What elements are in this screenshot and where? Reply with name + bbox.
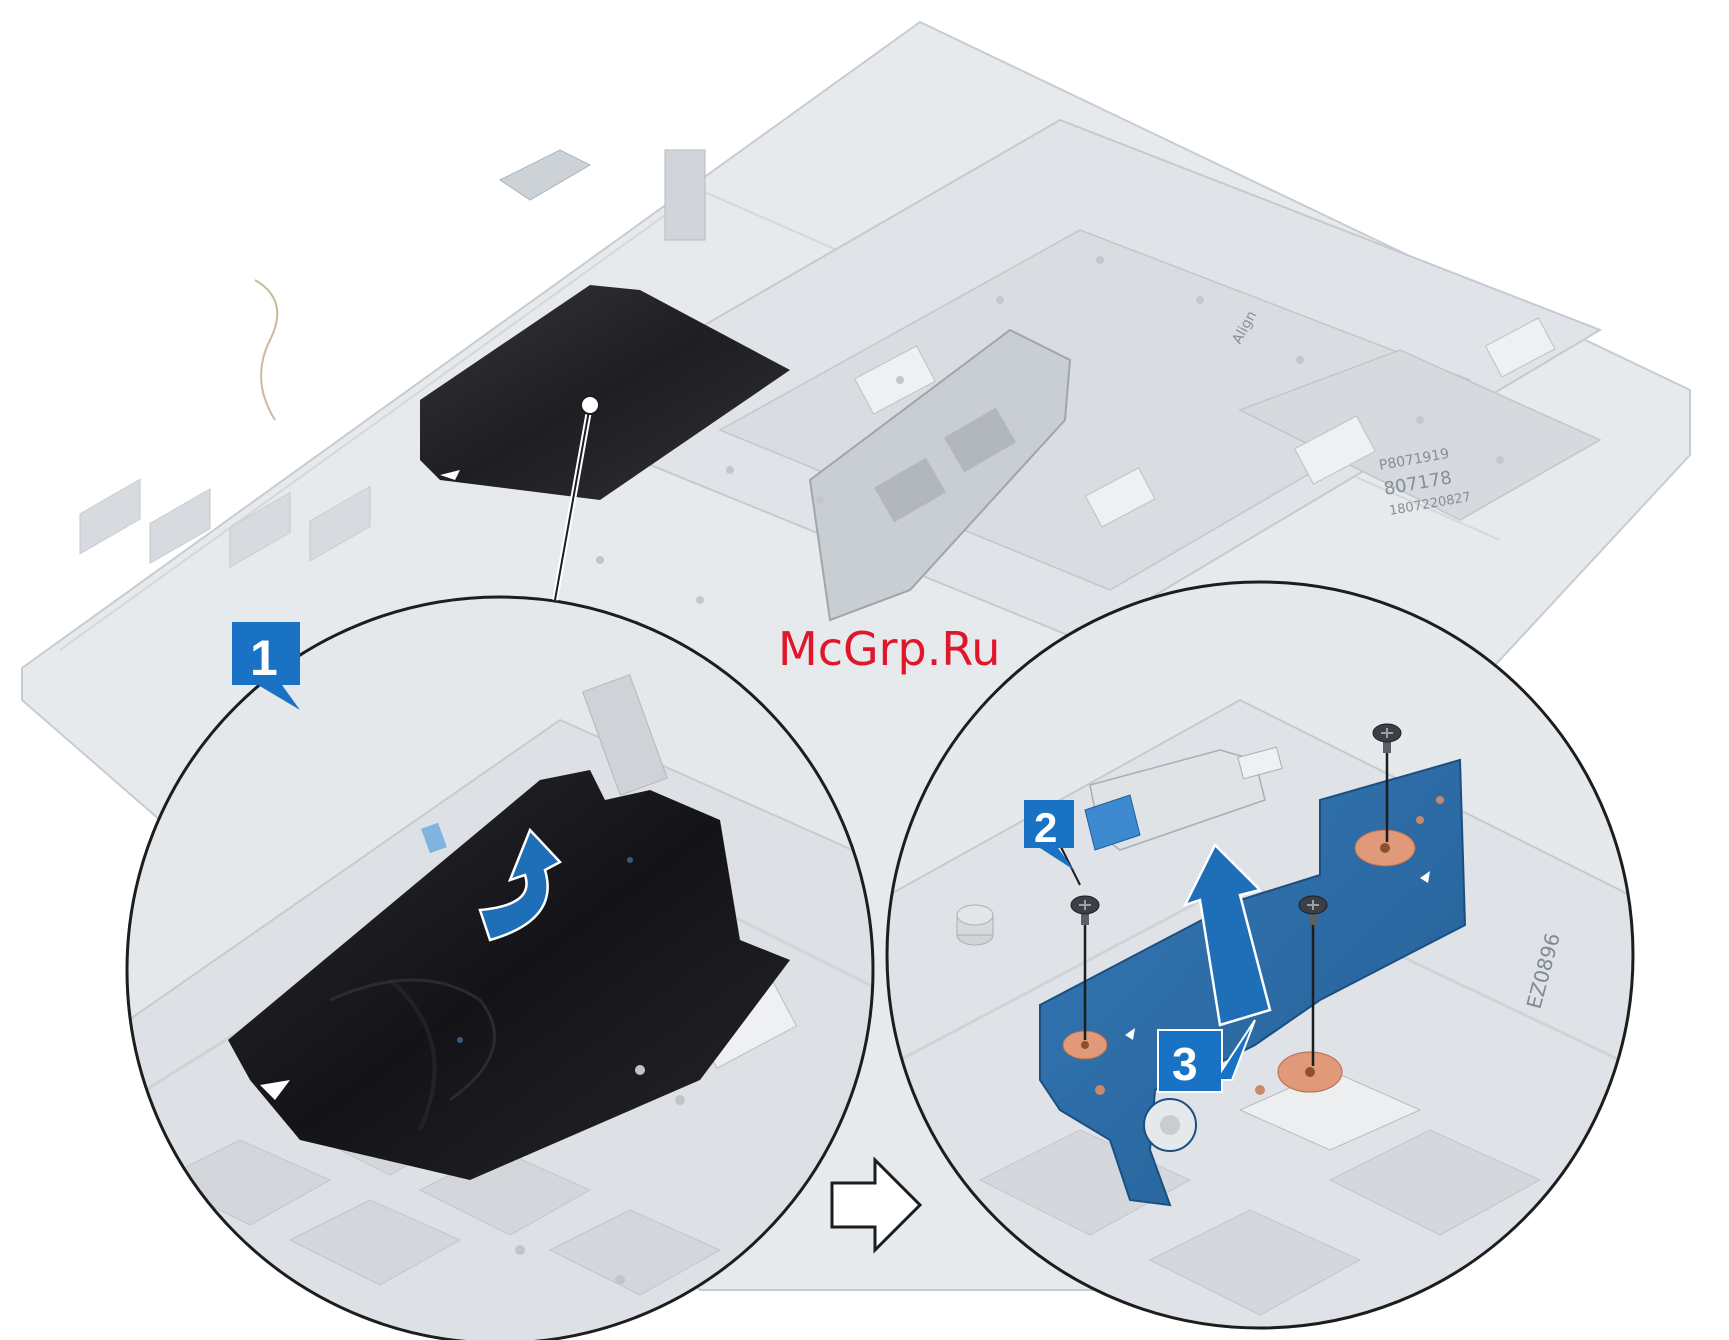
step-number-3: 3: [1172, 1038, 1198, 1090]
step-number-2: 2: [1034, 804, 1057, 851]
watermark: McGrp.Ru: [778, 622, 1000, 676]
step-number-1: 1: [250, 630, 278, 686]
